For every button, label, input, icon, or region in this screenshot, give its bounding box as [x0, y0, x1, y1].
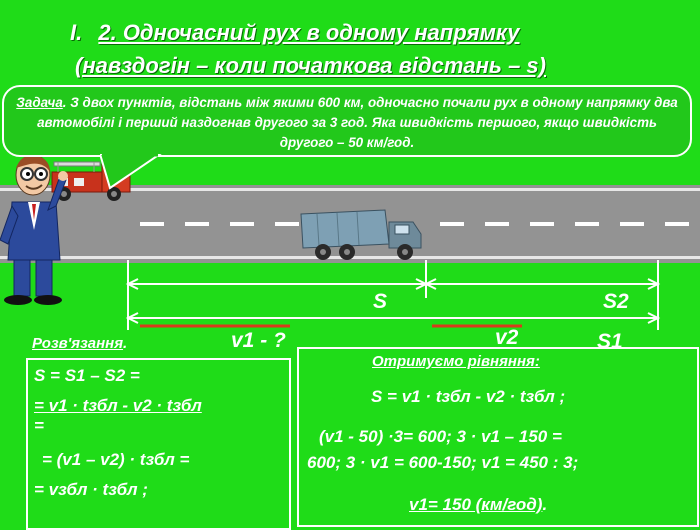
solution-label: Розв'язання [32, 335, 124, 352]
truck-icon [300, 209, 422, 260]
title-line-2: (навздогін – коли початкова відстань – s… [75, 53, 546, 78]
solution-line-3: = [34, 416, 44, 435]
task-text: . З двох пунктів, відстань між якими 600… [37, 95, 678, 150]
result-heading: Отримуємо рівняння: [372, 353, 540, 370]
answer-value: v1= 150 (км/год) [409, 495, 543, 514]
solution-heading: Розв'язання. [32, 335, 127, 352]
label-s: S [373, 290, 388, 313]
answer-dot: . [542, 495, 548, 514]
title-number: I. [70, 20, 83, 45]
result-box: Отримуємо рівняння: S = v1 · tзбл - v2 ·… [297, 347, 699, 527]
result-calc-line-2: 600; 3 · v1 = 600-150; v1 = 450 : 3; [307, 453, 579, 472]
result-calc-line-1: (v1 - 50) ·3= 600; 3 · v1 – 150 = [319, 427, 562, 446]
label-s2: S2 [603, 290, 629, 313]
road-edge-top [0, 188, 700, 191]
solution-line-4: = (v1 – v2) · tзбл = [42, 450, 190, 469]
solution-box: S = S1 – S2 = = v1 · tзбл - v2 · tзбл = … [26, 358, 291, 530]
teacher-character-icon [0, 154, 68, 305]
task-label: Задача [16, 95, 63, 110]
label-v2: v2 [495, 326, 519, 349]
bubble-tail [100, 154, 162, 190]
result-equation: S = v1 · tзбл - v2 · tзбл ; [371, 387, 566, 406]
task-speech-bubble: Задача. З двох пунктів, відстань між яки… [2, 85, 692, 157]
result-answer: v1= 150 (км/год). [409, 495, 547, 515]
distance-diagram [125, 260, 661, 330]
solution-dot: . [123, 335, 128, 352]
solution-line-1: S = S1 – S2 = [34, 366, 140, 385]
solution-line-5: = vзбл · tзбл ; [34, 480, 148, 499]
slide-title: I. 2. Одночасний рух в одному напрямку [70, 20, 520, 46]
solution-line-2: = v1 · tзбл - v2 · tзбл [34, 396, 202, 415]
title-line-1: 2. Одночасний рух в одному напрямку [98, 20, 520, 45]
label-v1: v1 - ? [231, 329, 286, 352]
